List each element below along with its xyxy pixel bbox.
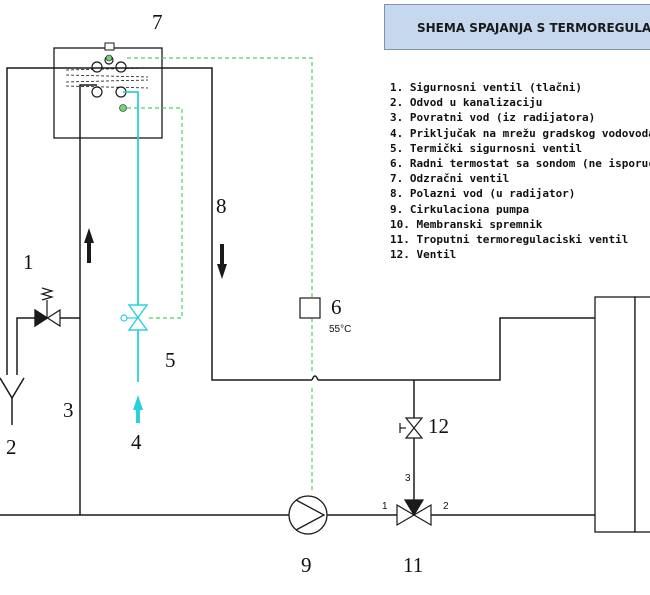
legend-item: 3. Povratni vod (iz radijatora): [390, 111, 596, 125]
drain-funnel: [0, 377, 25, 425]
thermostat-6: [299, 297, 321, 319]
radiator-block: [594, 296, 650, 533]
label-2: 2: [6, 435, 17, 459]
legend-item: 9. Cirkulaciona pumpa: [390, 202, 530, 216]
label-7: 7: [152, 10, 163, 34]
temp-label: 55°C: [329, 324, 352, 335]
circulation-pump: [288, 495, 328, 535]
legend-item: 6. Radni termostat sa sondom (ne isporuč…: [390, 156, 650, 170]
legend-item: 7. Odzračni ventil: [390, 172, 510, 186]
port-label-2: 2: [443, 501, 449, 512]
port-label-3: 3: [405, 473, 411, 484]
legend-item: 11. Troputni termoregulaciski ventil: [390, 232, 629, 246]
legend-item: 8. Polazni vod (u radijator): [390, 187, 576, 201]
label-5: 5: [165, 348, 176, 372]
label-1: 1: [23, 250, 34, 274]
signal-lines: [127, 57, 313, 490]
label-8: 8: [216, 194, 227, 218]
cold-water-line: [120, 91, 149, 423]
label-6: 6: [331, 295, 342, 319]
legend-item: 4. Priključak na mrežu gradskog vodovoda: [390, 126, 650, 140]
label-9: 9: [301, 553, 312, 577]
legend-item: 1. Sigurnosni ventil (tlačni): [390, 81, 583, 94]
boiler-unit: [53, 42, 163, 139]
diagram-title: SHEMA SPAJANJA S TERMOREGULA: [384, 4, 650, 50]
label-11: 11: [403, 553, 424, 577]
label-12: 12: [428, 414, 449, 438]
legend-item: 2. Odvod u kanalizaciju: [390, 96, 543, 110]
port-label-1: 1: [382, 501, 388, 512]
three-way-valve: [396, 499, 432, 527]
boiler-port-1: [91, 61, 103, 73]
valve-12: [399, 417, 424, 439]
pipes: [0, 67, 595, 516]
legend-item: 12. Ventil: [390, 248, 457, 262]
legend-list: 1. Sigurnosni ventil (tlačni) 2. Odvod u…: [390, 80, 650, 262]
legend-item: 5. Termički sigurnosni ventil: [390, 141, 583, 155]
legend-item: 10. Membranski spremnik: [390, 217, 543, 231]
label-3: 3: [63, 398, 74, 422]
flow-arrows: [84, 228, 227, 279]
safety-valve: [34, 287, 61, 328]
label-4: 4: [131, 430, 142, 454]
